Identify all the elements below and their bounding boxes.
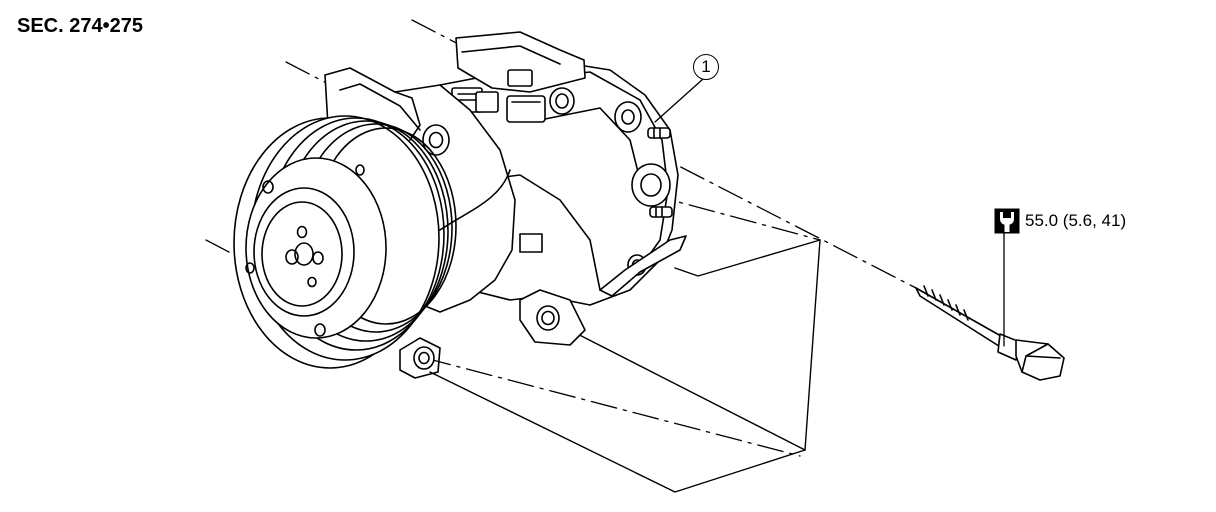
reference-frame	[429, 239, 821, 493]
section-label: SEC. 274•275	[17, 15, 143, 37]
reference-frame-bottom	[429, 371, 806, 493]
centerline-bottom	[424, 357, 801, 457]
leader-callout-1	[654, 78, 704, 123]
torque-wrench-icon	[994, 208, 1020, 234]
reference-frame-lower	[549, 319, 806, 451]
centerline-lower	[205, 239, 249, 263]
callout-marker-1: 1	[693, 54, 719, 80]
leader-lines	[654, 78, 1005, 347]
mounting-bolt	[915, 285, 1065, 381]
reference-frame-vertical	[804, 239, 821, 451]
reference-frame-upper	[674, 239, 821, 277]
clutch-pulley	[233, 115, 457, 369]
torque-value: 55.0 (5.6, 41)	[1025, 211, 1127, 230]
electrical-connector	[451, 31, 586, 123]
torque-spec: 55.0 (5.6, 41)	[994, 208, 1126, 234]
